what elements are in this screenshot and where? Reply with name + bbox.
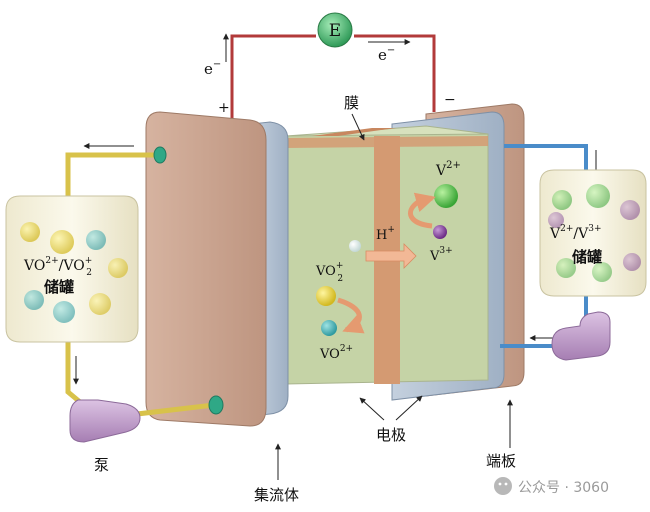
negative-terminal-label: − [444, 92, 456, 108]
power-source-icon [317, 12, 353, 48]
electron-label-left: e− [204, 59, 221, 78]
membrane-top-strip [286, 136, 488, 148]
left-port-bottom [208, 395, 224, 415]
callouts: 膜 电极 集流体 端板 泵 [94, 94, 516, 504]
pump-label: 泵 [94, 456, 109, 474]
vo-cycle-arrow-icon [337, 297, 365, 334]
watermark-text: 公众号 · 3060 [518, 480, 609, 496]
left-end-plate [145, 111, 267, 427]
v3-label: V3+ [429, 246, 453, 264]
left-tank-name: 储罐 [44, 278, 74, 296]
v3-ball [433, 225, 447, 239]
left-pipe-bottom [65, 340, 82, 404]
v-cycle-arrow-icon [408, 192, 436, 229]
wire-negative [354, 34, 436, 112]
left-tank-system: VO2+/VO+2 储罐 [5, 143, 224, 443]
watermark: 公众号 · 3060 [494, 477, 609, 496]
power-source-label: E [329, 21, 341, 41]
left-tank-ions-label: VO2+/VO+2 [23, 256, 92, 278]
electron-label-right: e− [378, 45, 395, 64]
v2-label: V2+ [435, 160, 461, 179]
left-pump-icon [69, 399, 141, 443]
electrode-label: 电极 [376, 426, 406, 444]
left-port-top [153, 146, 167, 164]
collector-label: 集流体 [254, 486, 299, 504]
vo2-ball [316, 286, 336, 306]
external-circuit: E e− e− + − [204, 12, 456, 120]
right-tank-ions-label: V2+/V3+ [549, 224, 602, 242]
wechat-icon [494, 477, 512, 495]
right-tank-system: V2+/V3+ 储罐 [500, 144, 647, 361]
left-stack [145, 111, 289, 427]
proton-label: H+ [376, 225, 395, 243]
membrane-label: 膜 [344, 94, 359, 112]
v2-ball [434, 184, 458, 208]
vo-label: VO2+ [319, 344, 353, 362]
proton-arrow-icon [365, 243, 417, 269]
right-pipe-top [504, 144, 588, 172]
right-tank-name: 储罐 [572, 248, 602, 266]
vo-ball [321, 320, 337, 336]
ion-transport: H+ V2+ V3+ VO+2 VO2+ [315, 160, 461, 362]
right-pump-icon [551, 311, 611, 361]
wire-positive [230, 34, 316, 120]
positive-terminal-label: + [218, 100, 230, 116]
vo2-label: VO+2 [315, 261, 343, 284]
membrane-top [312, 128, 396, 136]
end-plate-label: 端板 [486, 452, 516, 470]
left-pipe-top [65, 152, 158, 200]
proton-ball [349, 240, 361, 252]
